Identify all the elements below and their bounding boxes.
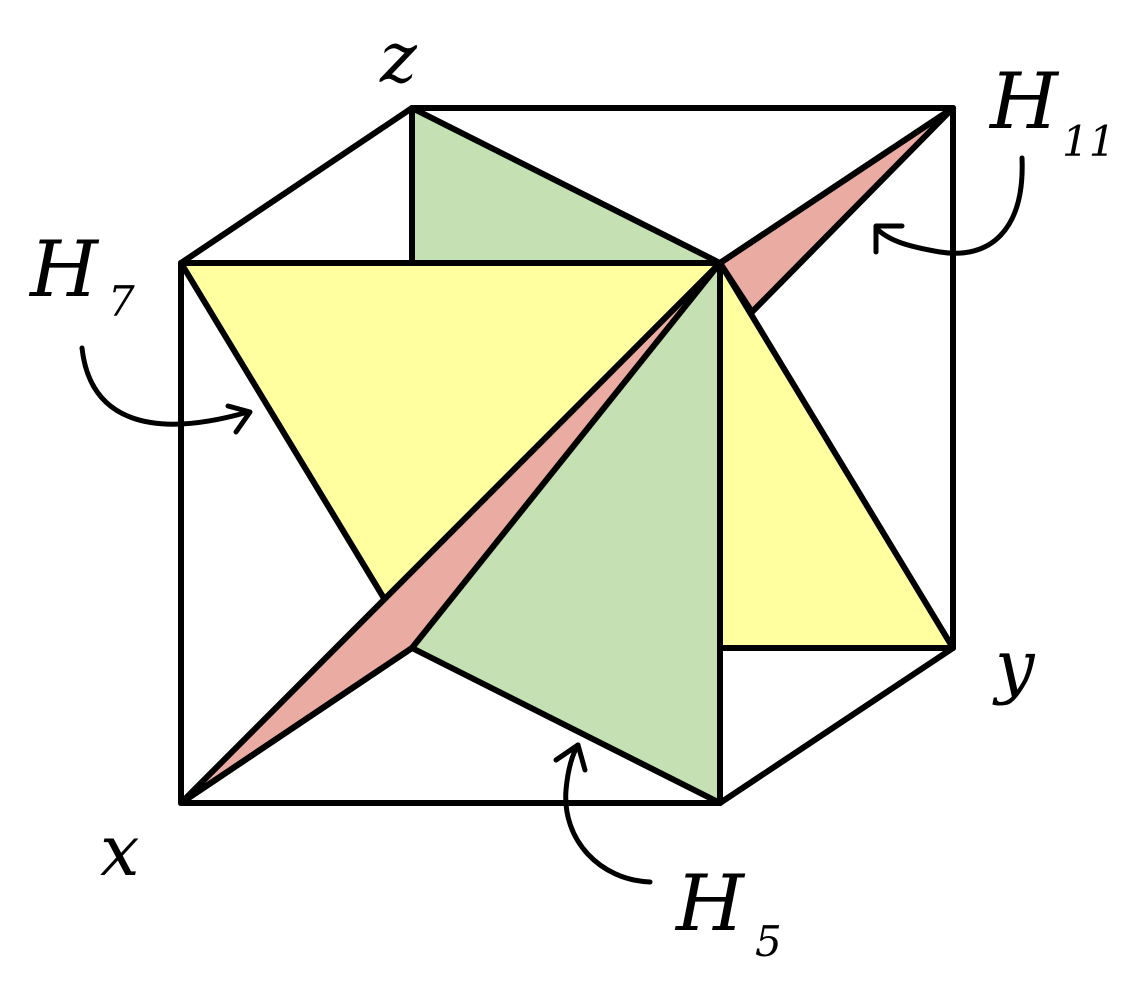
arrow-h7-head bbox=[225, 403, 253, 435]
arrow-h7 bbox=[79, 345, 251, 427]
cube-front-edges bbox=[178, 105, 956, 806]
axis-label-z: z bbox=[379, 17, 418, 99]
plane-h11-upper bbox=[717, 105, 956, 315]
arrow-h11-head bbox=[873, 223, 905, 255]
label-h5-subscript: 5 bbox=[755, 917, 782, 966]
label-h11: H 11 bbox=[988, 57, 1115, 166]
cube-edge bbox=[178, 645, 415, 806]
label-h5-name: H bbox=[674, 859, 746, 949]
label-h7-name: H bbox=[28, 225, 100, 315]
label-h7: H 7 bbox=[28, 225, 135, 326]
cube-edge bbox=[717, 105, 956, 266]
label-h11-subscript: 11 bbox=[1062, 117, 1115, 166]
axis-label-x: x bbox=[100, 810, 139, 892]
label-h11-name: H bbox=[988, 57, 1060, 147]
cube-edge bbox=[717, 645, 956, 806]
cube-edge bbox=[178, 105, 415, 266]
arrow-h11 bbox=[873, 155, 1025, 256]
arrow-h5 bbox=[563, 742, 653, 885]
label-h7-subscript: 7 bbox=[108, 277, 135, 326]
label-h5: H 5 bbox=[674, 859, 782, 966]
arrow-h5-head bbox=[553, 742, 588, 773]
axis-label-y: y bbox=[992, 625, 1036, 707]
plane-h5-back bbox=[409, 105, 723, 266]
